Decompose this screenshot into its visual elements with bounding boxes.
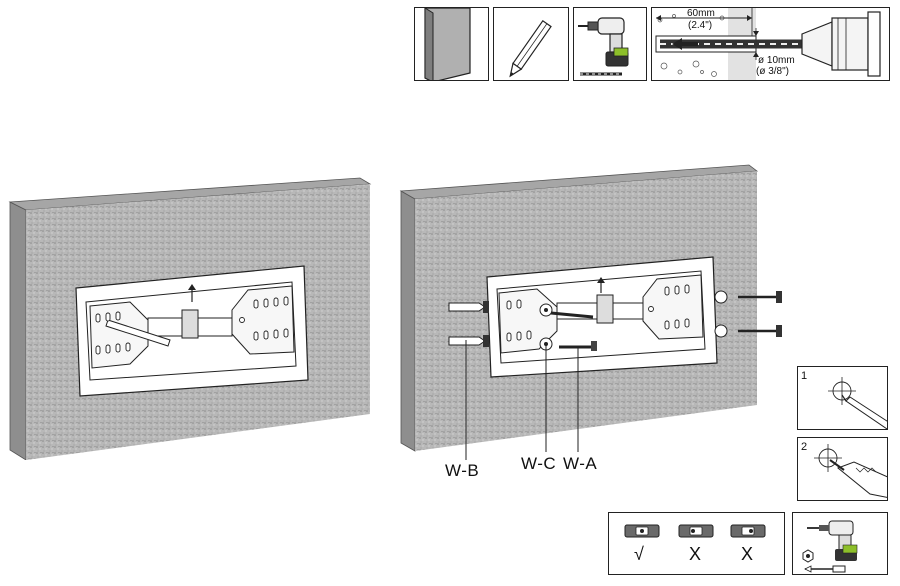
wall-anchors xyxy=(448,301,489,347)
callout-w-c: W-C xyxy=(521,454,557,473)
panel-drill xyxy=(573,7,647,81)
level-icon-ok xyxy=(624,524,660,538)
pencil-icon xyxy=(509,19,552,78)
panel-pencil xyxy=(493,7,569,81)
level-bad-mark-2: X xyxy=(741,544,754,564)
drill-diameter-in: (ø 3/8") xyxy=(756,66,789,77)
drill-depth-mm: 60mm xyxy=(687,8,715,19)
level-icon-bad-2 xyxy=(730,524,766,538)
level-bad-mark-1: X xyxy=(689,544,702,564)
callout-w-a: W-A xyxy=(563,454,598,473)
drill-diameter-mm: ø 10mm xyxy=(758,55,795,66)
step-2-panel: 2 xyxy=(797,437,888,501)
lag-screws xyxy=(738,291,782,337)
level-check-panel: √ X X xyxy=(608,512,785,575)
mark-drill-point-icon xyxy=(828,377,887,429)
drill-hole-icon xyxy=(814,444,887,498)
wall-section-icon xyxy=(424,8,471,80)
panel-drill-spec: 60mm (2.4") ø 10mm (ø 3/8") xyxy=(651,7,890,81)
level-ok-mark: √ xyxy=(634,544,644,564)
callout-w-b: W-B xyxy=(445,461,480,480)
spirit-levels xyxy=(624,524,766,538)
wall-bracket-right xyxy=(486,256,728,378)
step-1-number: 1 xyxy=(801,370,808,382)
drill-depth-in: (2.4") xyxy=(688,20,713,31)
wall-bracket-left xyxy=(75,265,309,397)
drill-and-bolt-icon xyxy=(802,520,858,573)
wall-left xyxy=(8,177,372,460)
drill-depth-diagram xyxy=(652,8,881,80)
tools-panel xyxy=(792,512,888,575)
wall-right xyxy=(399,164,759,452)
level-icon-bad-1 xyxy=(678,524,714,538)
step-2-number: 2 xyxy=(801,441,808,453)
power-drill-icon xyxy=(578,17,629,76)
step-1-panel: 1 xyxy=(797,366,888,430)
panel-wall xyxy=(414,7,489,81)
